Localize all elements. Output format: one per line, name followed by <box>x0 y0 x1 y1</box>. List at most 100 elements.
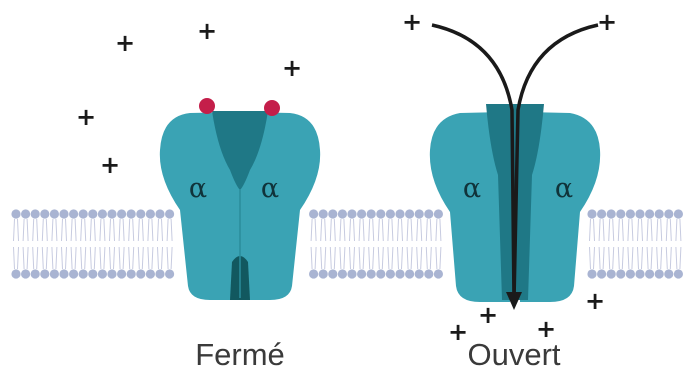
lipid-tail <box>628 219 633 269</box>
lipid-head <box>424 209 433 218</box>
lipid-head <box>50 269 59 278</box>
lipid-head <box>50 209 59 218</box>
lipid-head <box>664 269 673 278</box>
lipid-head <box>405 209 414 218</box>
lipid-head <box>328 269 337 278</box>
lipid-tail <box>330 219 335 269</box>
lipid-tail <box>666 219 671 269</box>
lipid-head <box>117 209 126 218</box>
open-subunit-right-label: α <box>555 173 573 204</box>
lipid-head <box>59 269 68 278</box>
lipid-head <box>376 269 385 278</box>
lipid-head <box>79 269 88 278</box>
lipid-head <box>597 269 606 278</box>
lipid-head <box>645 209 654 218</box>
lipid-head <box>69 269 78 278</box>
lipid-tail <box>14 219 19 269</box>
lipid-head <box>587 209 596 218</box>
ion-plus: + <box>478 301 498 329</box>
lipid-head <box>79 209 88 218</box>
lipid-head <box>136 209 145 218</box>
lipid-head <box>21 209 30 218</box>
lipid-tail <box>62 219 67 269</box>
lipid-head <box>597 209 606 218</box>
lipid-head <box>434 209 443 218</box>
lipid-head <box>674 209 683 218</box>
cell-membrane <box>11 209 683 278</box>
closed-subunit-right-label: α <box>261 173 279 204</box>
lipid-head <box>31 209 40 218</box>
lipid-head <box>616 269 625 278</box>
open-subunit-left-label: α <box>463 173 481 204</box>
lipid-head <box>98 269 107 278</box>
lipid-head <box>395 269 404 278</box>
lipid-head <box>11 269 20 278</box>
lipid-head <box>405 269 414 278</box>
lipid-head <box>309 209 318 218</box>
lipid-head <box>434 269 443 278</box>
lipid-tail <box>590 219 595 269</box>
lipid-head <box>40 269 49 278</box>
lipid-tail <box>388 219 393 269</box>
lipid-tail <box>618 219 623 269</box>
lipid-head <box>155 209 164 218</box>
ion-plus: + <box>448 318 468 346</box>
lipid-head <box>395 209 404 218</box>
lipid-tail <box>378 219 383 269</box>
ion-plus: + <box>115 29 135 57</box>
lipid-head <box>607 269 616 278</box>
lipid-head <box>616 209 625 218</box>
lipid-tail <box>129 219 134 269</box>
lipid-head <box>386 209 395 218</box>
gate-ball-right <box>264 100 280 116</box>
membrane-head-row-bottom <box>11 269 683 278</box>
lipid-head <box>59 209 68 218</box>
lipid-head <box>347 269 356 278</box>
lipid-tail <box>369 219 374 269</box>
lipid-tail <box>676 219 681 269</box>
lipid-head <box>127 209 136 218</box>
lipid-head <box>88 209 97 218</box>
lipid-head <box>146 269 155 278</box>
ion-plus: + <box>402 8 422 36</box>
lipid-tail <box>138 219 143 269</box>
lipid-tail <box>81 219 86 269</box>
ion-plus: + <box>197 17 217 45</box>
lipid-tail <box>407 219 412 269</box>
lipid-tail <box>71 219 76 269</box>
lipid-head <box>655 269 664 278</box>
lipid-tail <box>148 219 153 269</box>
lipid-tail <box>340 219 345 269</box>
lipid-head <box>655 209 664 218</box>
lipid-head <box>146 209 155 218</box>
lipid-tail <box>119 219 124 269</box>
lipid-tail <box>167 219 172 269</box>
lipid-head <box>11 209 20 218</box>
membrane-lipid-tails <box>14 219 681 269</box>
lipid-tail <box>42 219 47 269</box>
lipid-head <box>165 209 174 218</box>
lipid-head <box>635 209 644 218</box>
lipid-head <box>587 269 596 278</box>
lipid-tail <box>657 219 662 269</box>
closed-state-label: Fermé <box>195 337 285 372</box>
lipid-head <box>424 269 433 278</box>
open-state-label: Ouvert <box>467 337 560 372</box>
closed-channel: α α <box>160 98 320 300</box>
lipid-head <box>69 209 78 218</box>
lipid-head <box>415 269 424 278</box>
lipid-head <box>165 269 174 278</box>
ion-plus: + <box>76 103 96 131</box>
lipid-tail <box>158 219 163 269</box>
lipid-tail <box>426 219 431 269</box>
lipid-head <box>635 269 644 278</box>
lipid-head <box>328 209 337 218</box>
lipid-head <box>117 269 126 278</box>
lipid-tail <box>638 219 643 269</box>
membrane-head-row-top <box>11 209 683 218</box>
lipid-tail <box>100 219 105 269</box>
lipid-tail <box>609 219 614 269</box>
lipid-head <box>674 269 683 278</box>
lipid-head <box>136 269 145 278</box>
